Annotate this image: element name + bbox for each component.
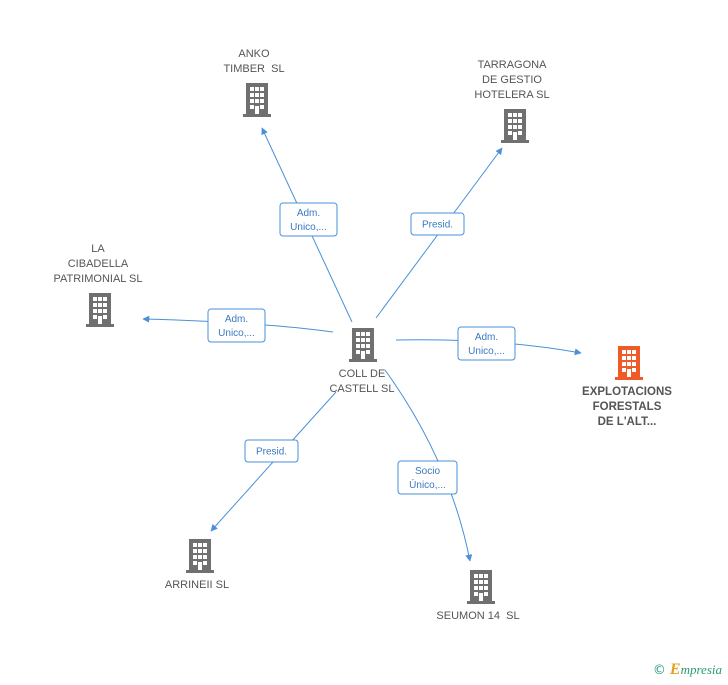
edge-arrineii: Presid. [210,391,337,532]
node-label: LA [91,243,105,255]
copyright-icon: © [652,662,666,678]
edge-tarragona: Presid. [375,147,503,319]
node-label: HOTELERA SL [474,89,549,101]
node-label: TARRAGONA [478,59,548,71]
building-icon[interactable] [501,109,529,143]
edge-label-text: Adm. [475,332,498,343]
node-label: DE GESTIO [482,74,542,86]
edge-cibadella: Adm. Unico,... [142,308,334,343]
edge-label-text: Adm. [225,314,248,325]
node-label: CIBADELLA [68,258,129,270]
building-icon[interactable] [349,328,377,362]
edge-label-text: Unico,... [218,328,255,339]
node-coll[interactable]: COLL DE CASTELL SL [329,328,395,395]
edge-label-text: Unico,... [290,222,327,233]
node-explotacions[interactable]: EXPLOTACIONS FORESTALS DE L'ALT... [582,346,672,428]
edge-explotacions: Adm. Unico,... [395,326,582,361]
node-tarragona[interactable]: TARRAGONA DE GESTIO HOTELERA SL [474,59,550,143]
node-label: DE L'ALT... [598,416,657,428]
building-icon[interactable] [243,83,271,117]
node-label: FORESTALS [593,401,662,413]
node-label: CASTELL SL [329,383,394,395]
edge-label-box[interactable] [279,202,338,237]
edge-label-box[interactable] [410,212,465,236]
node-cibadella[interactable]: LA CIBADELLA PATRIMONIAL SL [53,243,143,327]
edge-label-text: Unico,... [468,346,505,357]
edge-label-text: Presid. [422,220,453,231]
edge-label-box[interactable] [457,326,516,361]
building-icon[interactable] [467,570,495,604]
nodes-layer: COLL DE CASTELL SL ANKO TIMBER SL TARRAGONA D… [53,48,672,622]
edge-label-text: Socio [415,466,440,477]
node-label: SEUMON 14 SL [436,610,519,622]
edge-label-box[interactable] [244,439,299,463]
node-label: EXPLOTACIONS [582,386,672,398]
edge-seumon: SocioÚnico,... [384,369,473,562]
edge-anko: Adm. Unico,... [261,127,353,323]
building-icon[interactable] [186,539,214,573]
brand-name: mpresia [680,662,722,677]
building-icon[interactable] [615,346,643,380]
node-arrineii[interactable]: ARRINEII SL [165,539,229,591]
node-label: ARRINEII SL [165,579,229,591]
node-label: COLL DE [339,368,386,380]
edge-label-text: Presid. [256,447,287,458]
node-seumon[interactable]: SEUMON 14 SL [436,570,520,622]
building-icon[interactable] [86,293,114,327]
edge-label-box[interactable] [397,460,458,495]
footer-brand: © E mpresia [653,661,722,679]
edges-layer: Adm. Unico,... Presid. Adm. Unico,... Adm. Uni… [142,127,582,562]
node-label: PATRIMONIAL SL [53,273,142,285]
node-label: ANKO [238,48,270,60]
edge-line [210,391,337,532]
node-anko[interactable]: ANKO TIMBER SL [223,48,285,117]
node-label: TIMBER SL [223,63,284,75]
edge-label-text: Único,... [409,478,446,491]
edge-label-text: Adm. [297,208,320,219]
edge-label-box[interactable] [207,308,266,343]
brand-initial: E [669,661,681,678]
